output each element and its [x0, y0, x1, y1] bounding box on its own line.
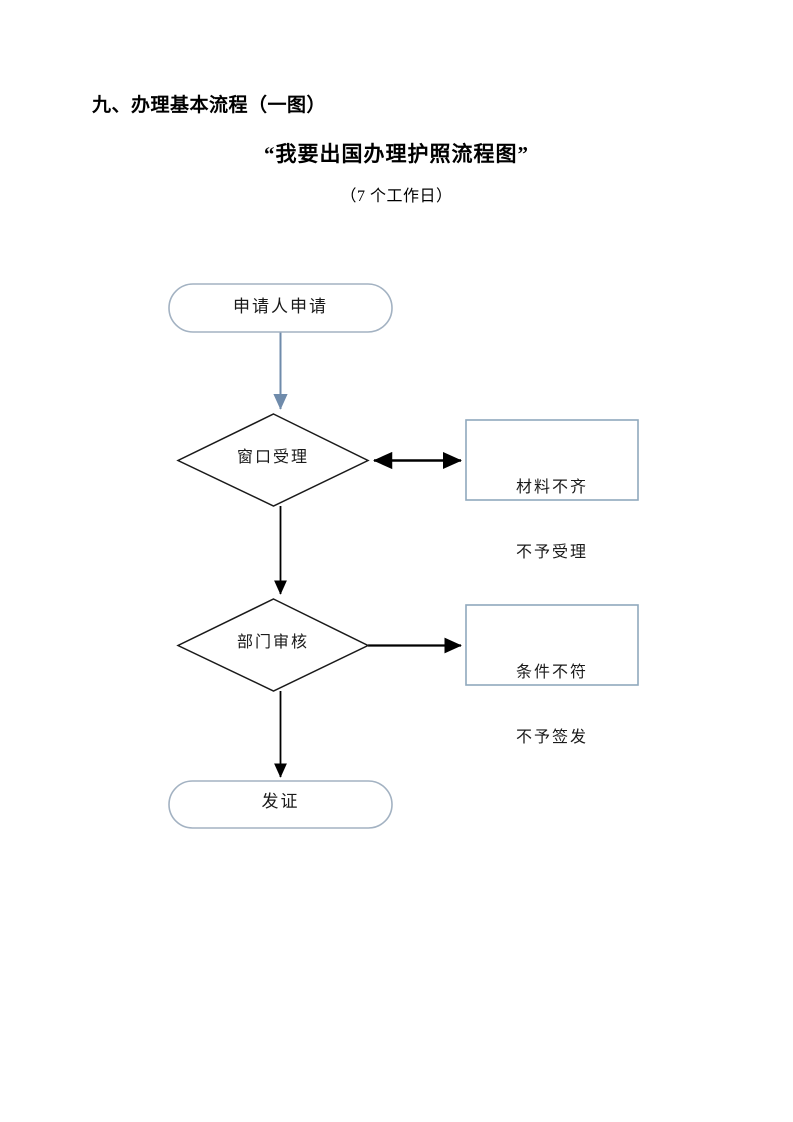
- node-reject-incomplete-line1: 材料不齐: [515, 479, 588, 497]
- node-reject-ineligible-line1: 条件不符: [515, 664, 588, 682]
- page-subtitle: （7 个工作日）: [340, 188, 453, 205]
- page-title: “我要出国办理护照流程图”: [264, 142, 529, 166]
- section-heading: 九、办理基本流程（一图）: [92, 95, 327, 116]
- node-reject-ineligible-line2: 不予签发: [515, 728, 588, 746]
- node-decision-review-label: 部门审核: [236, 634, 309, 651]
- node-start-label: 申请人申请: [233, 297, 328, 316]
- node-issue-label: 发证: [261, 792, 300, 811]
- node-reject-incomplete-label: 材料不齐 不予受理: [466, 434, 638, 607]
- node-decision-accept-label: 窗口受理: [236, 449, 309, 466]
- node-reject-ineligible-label: 条件不符 不予签发: [466, 619, 638, 792]
- node-reject-incomplete-line2: 不予受理: [515, 543, 588, 561]
